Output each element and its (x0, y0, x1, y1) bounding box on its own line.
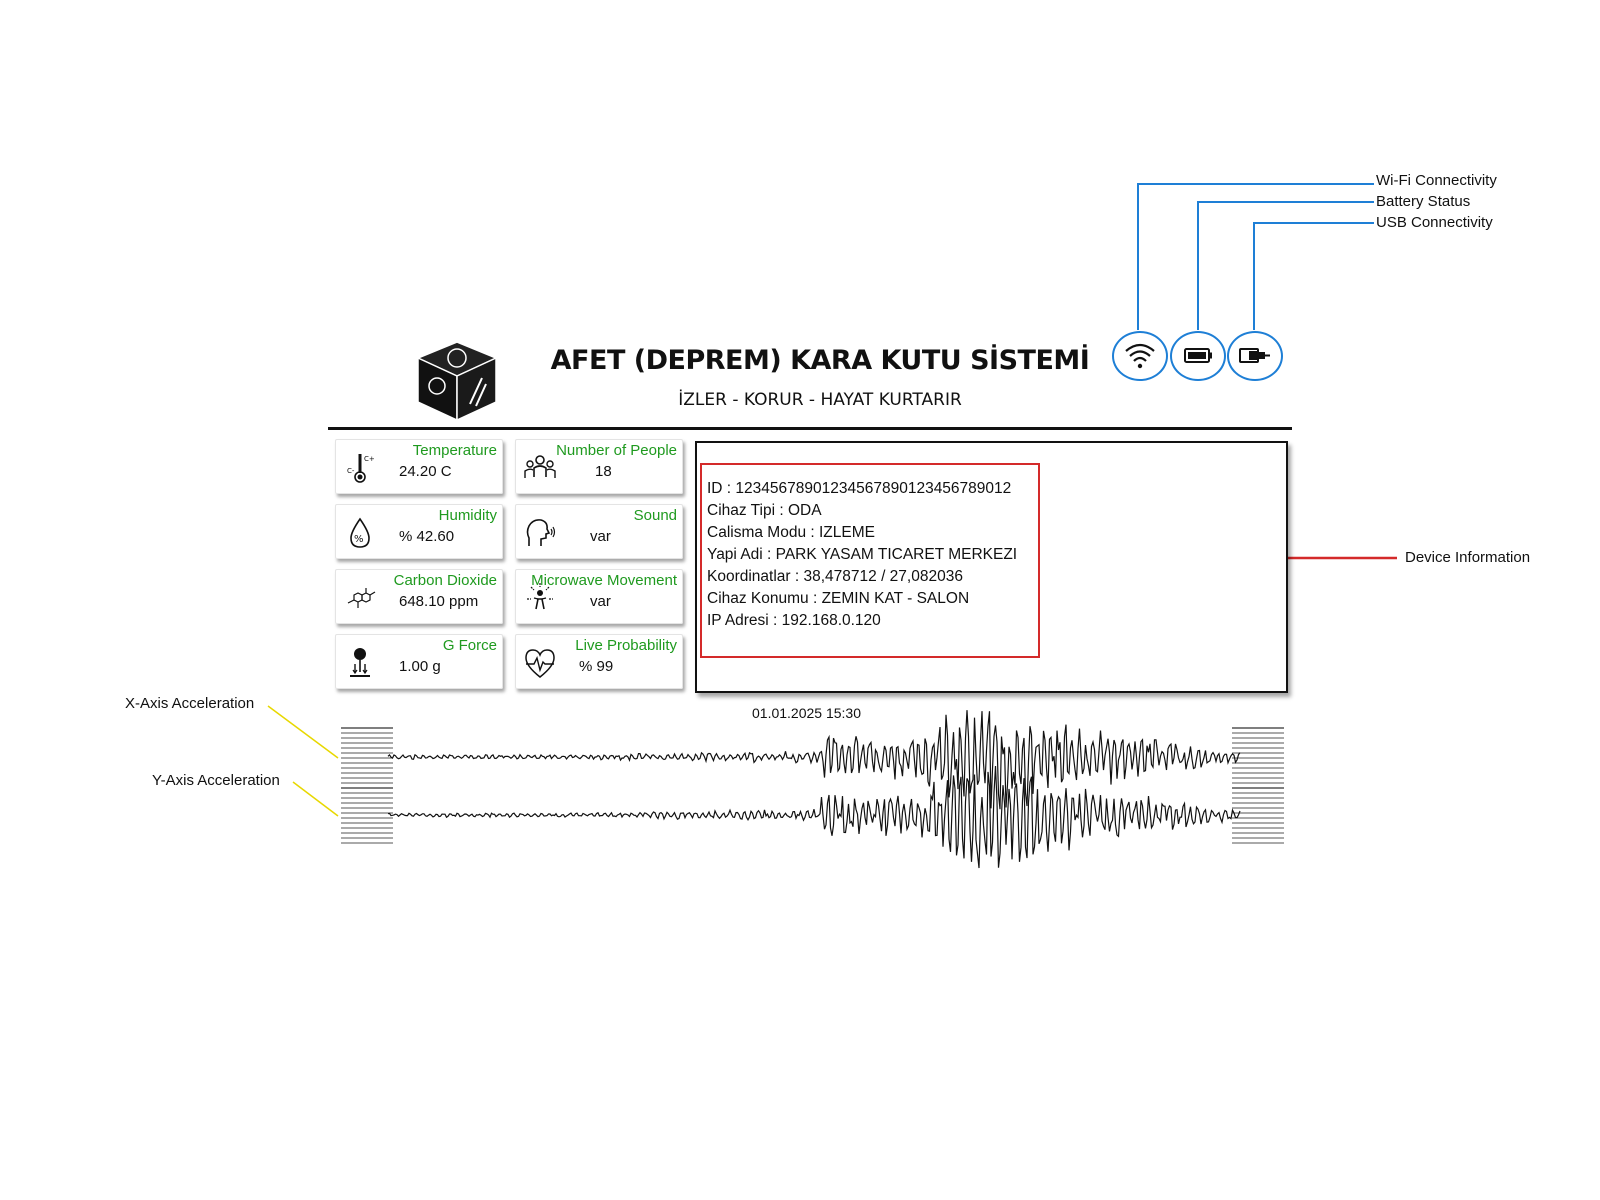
usb-icon (1239, 348, 1270, 363)
sensor-card-humidity[interactable]: % Humidity % 42.60 (335, 504, 503, 559)
sensor-label: Humidity (438, 507, 497, 524)
battery-icon (1184, 348, 1212, 363)
timestamp: 01.01.2025 15:30 (752, 705, 861, 721)
motion-sensor-icon (527, 583, 553, 610)
page-title: AFET (DEPREM) KARA KUTU SİSTEMİ (550, 345, 1090, 376)
sensor-value: var (590, 593, 611, 610)
sensor-card-people[interactable]: Number of People 18 (515, 439, 683, 494)
battery-status-button[interactable] (1170, 331, 1226, 381)
device-info-panel (695, 441, 1288, 693)
usb-callout-label: USB Connectivity (1376, 214, 1493, 231)
usb-status-button[interactable] (1227, 331, 1283, 381)
device-id: ID : 12345678901234567890123456789012 (707, 480, 1012, 497)
sensor-card-g-force[interactable]: G Force 1.00 g (335, 634, 503, 689)
building-name: Yapi Adi : PARK YASAM TICARET MERKEZI (707, 546, 1018, 563)
sensor-value: var (590, 528, 611, 545)
sensor-value: 1.00 g (399, 658, 441, 675)
sensor-label: Live Probability (575, 637, 677, 654)
humidity-drop-icon: % (350, 517, 370, 548)
thermometer-icon: C+ C- (347, 454, 375, 483)
device-mode: Calisma Modu : IZLEME (707, 524, 875, 541)
header-divider (328, 427, 1292, 430)
x-axis-callout-line (267, 705, 339, 759)
sensor-label: Number of People (556, 442, 677, 459)
device-info-highlight (700, 463, 1040, 658)
svg-text:C-: C- (347, 467, 355, 475)
device-type: Cihaz Tipi : ODA (707, 502, 822, 519)
y-axis-callout-label: Y-Axis Acceleration (152, 772, 280, 789)
svg-text:%: % (354, 534, 364, 545)
battery-callout-label: Battery Status (1376, 193, 1471, 210)
molecule-icon (347, 588, 376, 608)
sensor-card-carbon-dioxide[interactable]: Carbon Dioxide 648.10 ppm (335, 569, 503, 624)
gravity-icon (350, 648, 370, 677)
sensor-label: G Force (442, 637, 497, 654)
sensor-value: 648.10 ppm (399, 593, 479, 610)
sensor-card-live-probability[interactable]: Live Probability % 99 (515, 634, 683, 689)
sensor-label: Temperature (412, 442, 497, 459)
wifi-callout-line (1137, 183, 1374, 330)
coordinates: Koordinatlar : 38,478712 / 27,082036 (707, 568, 963, 585)
sensor-value: 24.20 C (399, 463, 452, 480)
sensor-card-temperature[interactable]: C+ C- Temperature 24.20 C (335, 439, 503, 494)
sensor-label: Carbon Dioxide (393, 572, 497, 589)
sensor-value: % 99 (579, 658, 614, 675)
y-axis-waveform (387, 765, 1241, 869)
x-axis-callout-label: X-Axis Acceleration (125, 695, 255, 712)
x-axis-waveform (387, 710, 1241, 810)
waveform-scales (341, 727, 1284, 844)
usb-callout-line (1253, 222, 1374, 330)
ip-address: IP Adresi : 192.168.0.120 (707, 612, 881, 629)
app-logo (412, 338, 502, 424)
sensor-label: Microwave Movement (531, 572, 677, 589)
cube-logo-icon (416, 341, 498, 422)
speaking-head-icon (526, 519, 556, 546)
device-info-list: ID : 12345678901234567890123456789012 Ci… (707, 478, 1017, 632)
sensor-card-sound[interactable]: Sound var (515, 504, 683, 559)
sensor-value: % 42.60 (399, 528, 455, 545)
wifi-status-button[interactable] (1112, 331, 1168, 381)
heartbeat-icon (525, 649, 555, 678)
sensor-card-microwave-movement[interactable]: Microwave Movement var (515, 569, 683, 624)
wifi-icon (1125, 343, 1155, 369)
battery-callout-line (1197, 201, 1374, 330)
sensor-label: Sound (633, 507, 677, 524)
page-subtitle: İZLER - KORUR - HAYAT KURTARIR (678, 390, 962, 410)
device-location: Cihaz Konumu : ZEMIN KAT - SALON (707, 590, 970, 607)
svg-text:C+: C+ (364, 455, 375, 463)
people-icon (524, 455, 556, 478)
y-axis-callout-line (292, 781, 339, 817)
wifi-callout-label: Wi-Fi Connectivity (1376, 172, 1497, 189)
sensor-value: 18 (595, 463, 612, 480)
device-info-callout-label: Device Information (1405, 549, 1531, 566)
